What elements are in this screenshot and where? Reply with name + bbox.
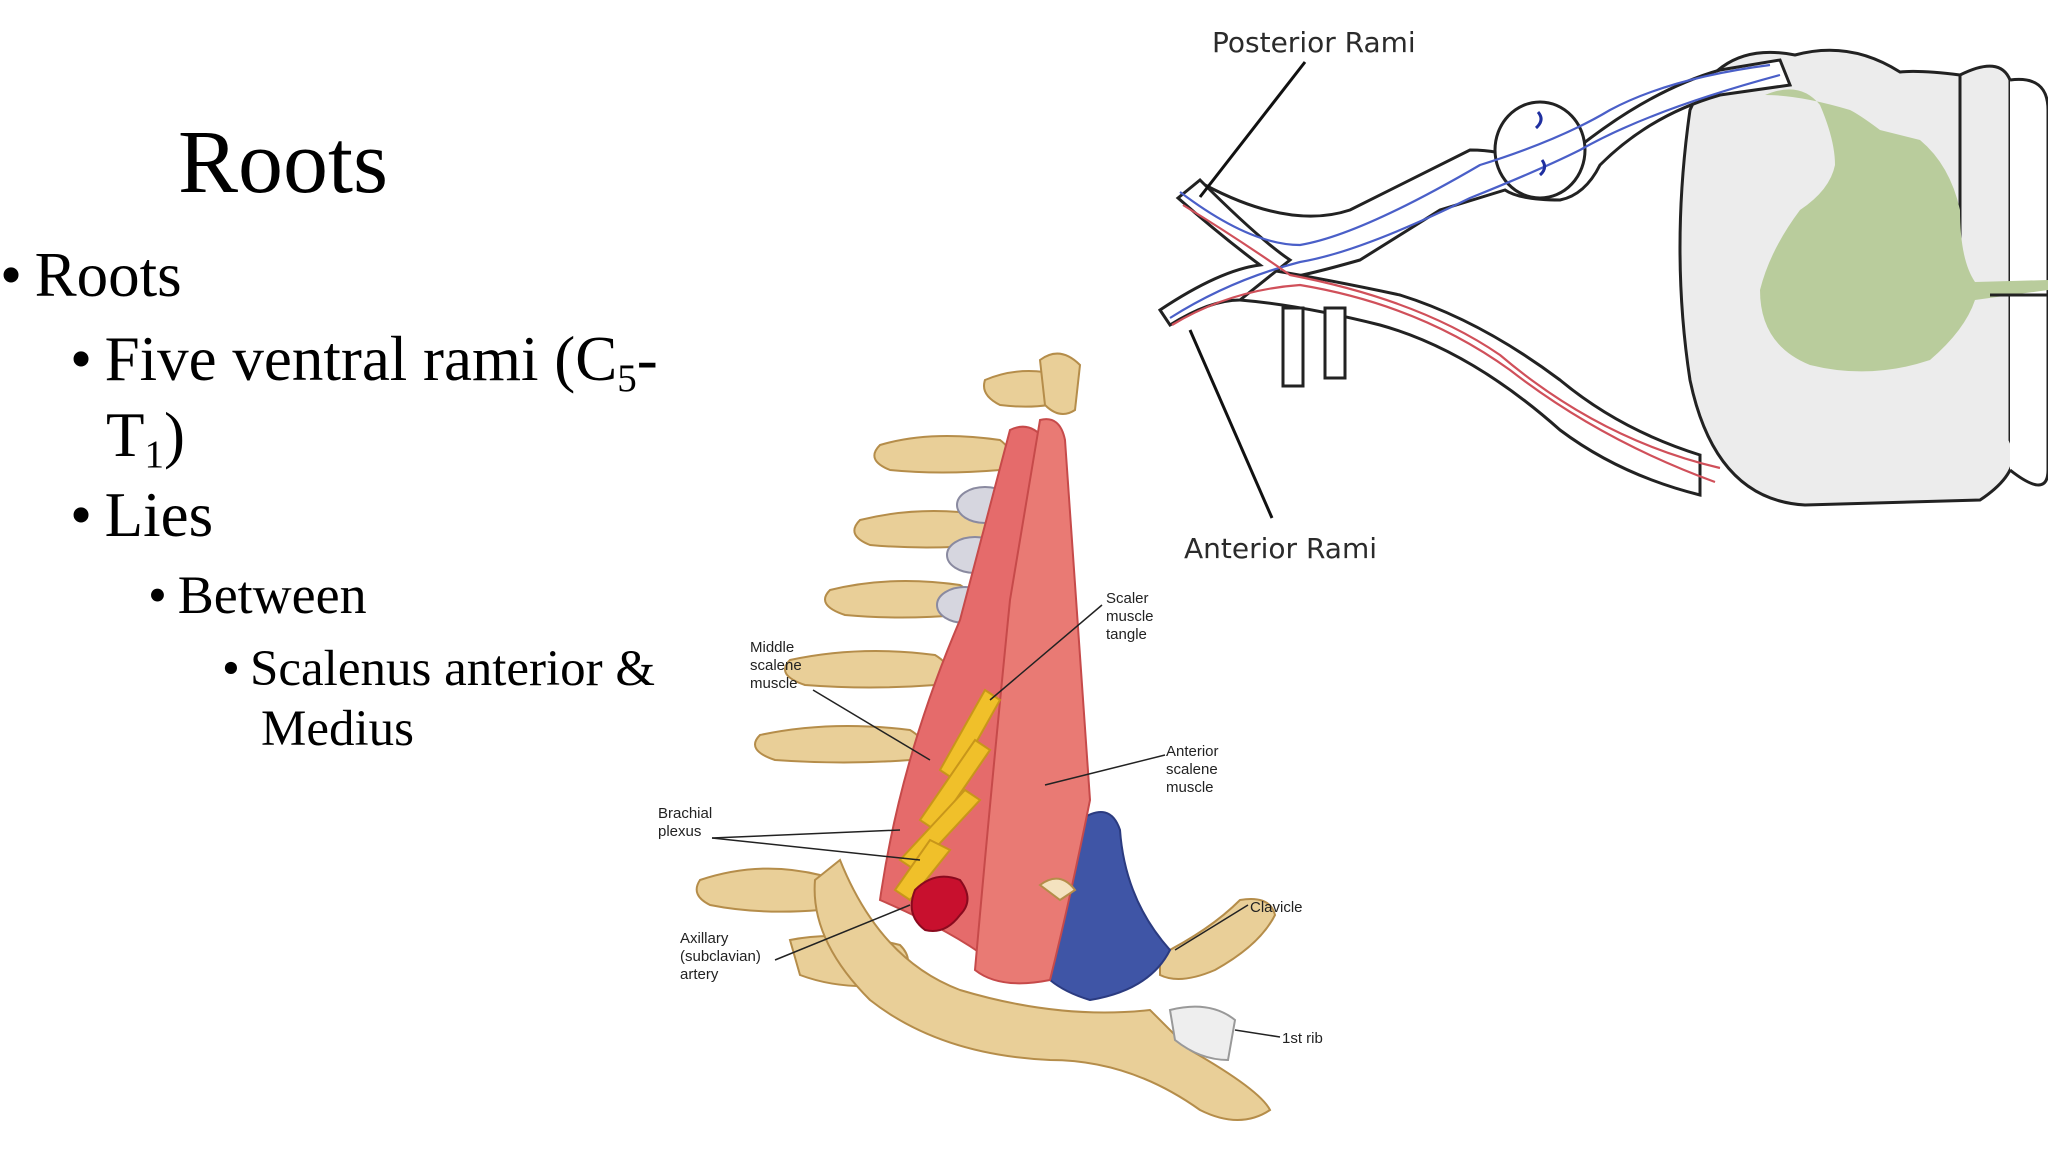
motor-fibre-1: [1182, 204, 1721, 470]
bullet-dot: •: [222, 641, 240, 697]
posterior-rami-label: Posterior Rami: [1212, 26, 1416, 59]
bullet-roots-text: Roots: [34, 240, 182, 310]
bullet-five-ventral-rami-cont: T1): [106, 400, 185, 476]
brachial-plexus-label: Brachial plexus: [658, 805, 716, 840]
first-rib: [813, 858, 1272, 1121]
anterior-scalene-label: Anterior scalene muscle: [1166, 743, 1223, 796]
axillary-artery: [910, 875, 969, 932]
sensory-fibre-anterior: [1169, 73, 1781, 319]
clavicle-label: Clavicle: [1250, 899, 1303, 916]
bullet-scalenus-text: Scalenus anterior &: [250, 641, 656, 697]
bullet-dot: •: [70, 324, 93, 394]
bullet-dot: •: [0, 240, 23, 310]
axillary-artery-label: Axillary (subclavian) artery: [680, 930, 765, 983]
rib-cartilage: [1168, 1005, 1237, 1062]
first-rib-label: 1st rib: [1282, 1030, 1323, 1047]
ramus-communicans-1: [1281, 306, 1305, 388]
middle-scalene-label: Middle scalene muscle: [750, 639, 806, 692]
bullet-scalenus-cont: Medius: [261, 701, 414, 757]
slide-title: Roots: [178, 113, 389, 212]
ganglion-cell-marks: [1534, 111, 1547, 177]
ramus-communicans-2: [1323, 306, 1347, 380]
bullet-dot: •: [148, 565, 167, 625]
clavicle-cut: [1038, 877, 1077, 902]
brachial-plexus: [893, 688, 1002, 902]
anterior-scalene-muscle: [973, 418, 1092, 985]
bullet-scalenus: •Scalenus anterior &: [222, 644, 655, 695]
dorsal-root-ganglion: [1493, 100, 1587, 200]
bullet-five-ventral-rami: •Five ventral rami (C5-: [70, 324, 658, 398]
ventral-root: [1236, 268, 1702, 497]
clavicle: [1159, 898, 1277, 980]
bullet-roots: •Roots: [0, 244, 182, 307]
anterior-rami-label: Anterior Rami: [1184, 532, 1377, 565]
posterior-rami-leader: [1198, 61, 1307, 198]
motor-fibre-2: [1171, 283, 1716, 484]
bullet-lies: •Lies: [70, 484, 213, 547]
bullet-lies-text: Lies: [104, 480, 214, 550]
anterior-rami-leader: [1188, 329, 1274, 519]
anatomy-leader-lines: [711, 604, 1281, 1038]
bullet-between: •Between: [148, 568, 367, 622]
bullet-between-text: Between: [177, 565, 367, 625]
bullet-five-ventral-rami-text: Five ventral rami (C5-: [104, 324, 658, 400]
scalene-triangle-label: Scaler muscle tangle: [1106, 590, 1158, 643]
bullet-dot: •: [70, 480, 93, 550]
grey-matter: [1760, 89, 2048, 372]
sensory-fibre-posterior: [1179, 63, 1771, 247]
